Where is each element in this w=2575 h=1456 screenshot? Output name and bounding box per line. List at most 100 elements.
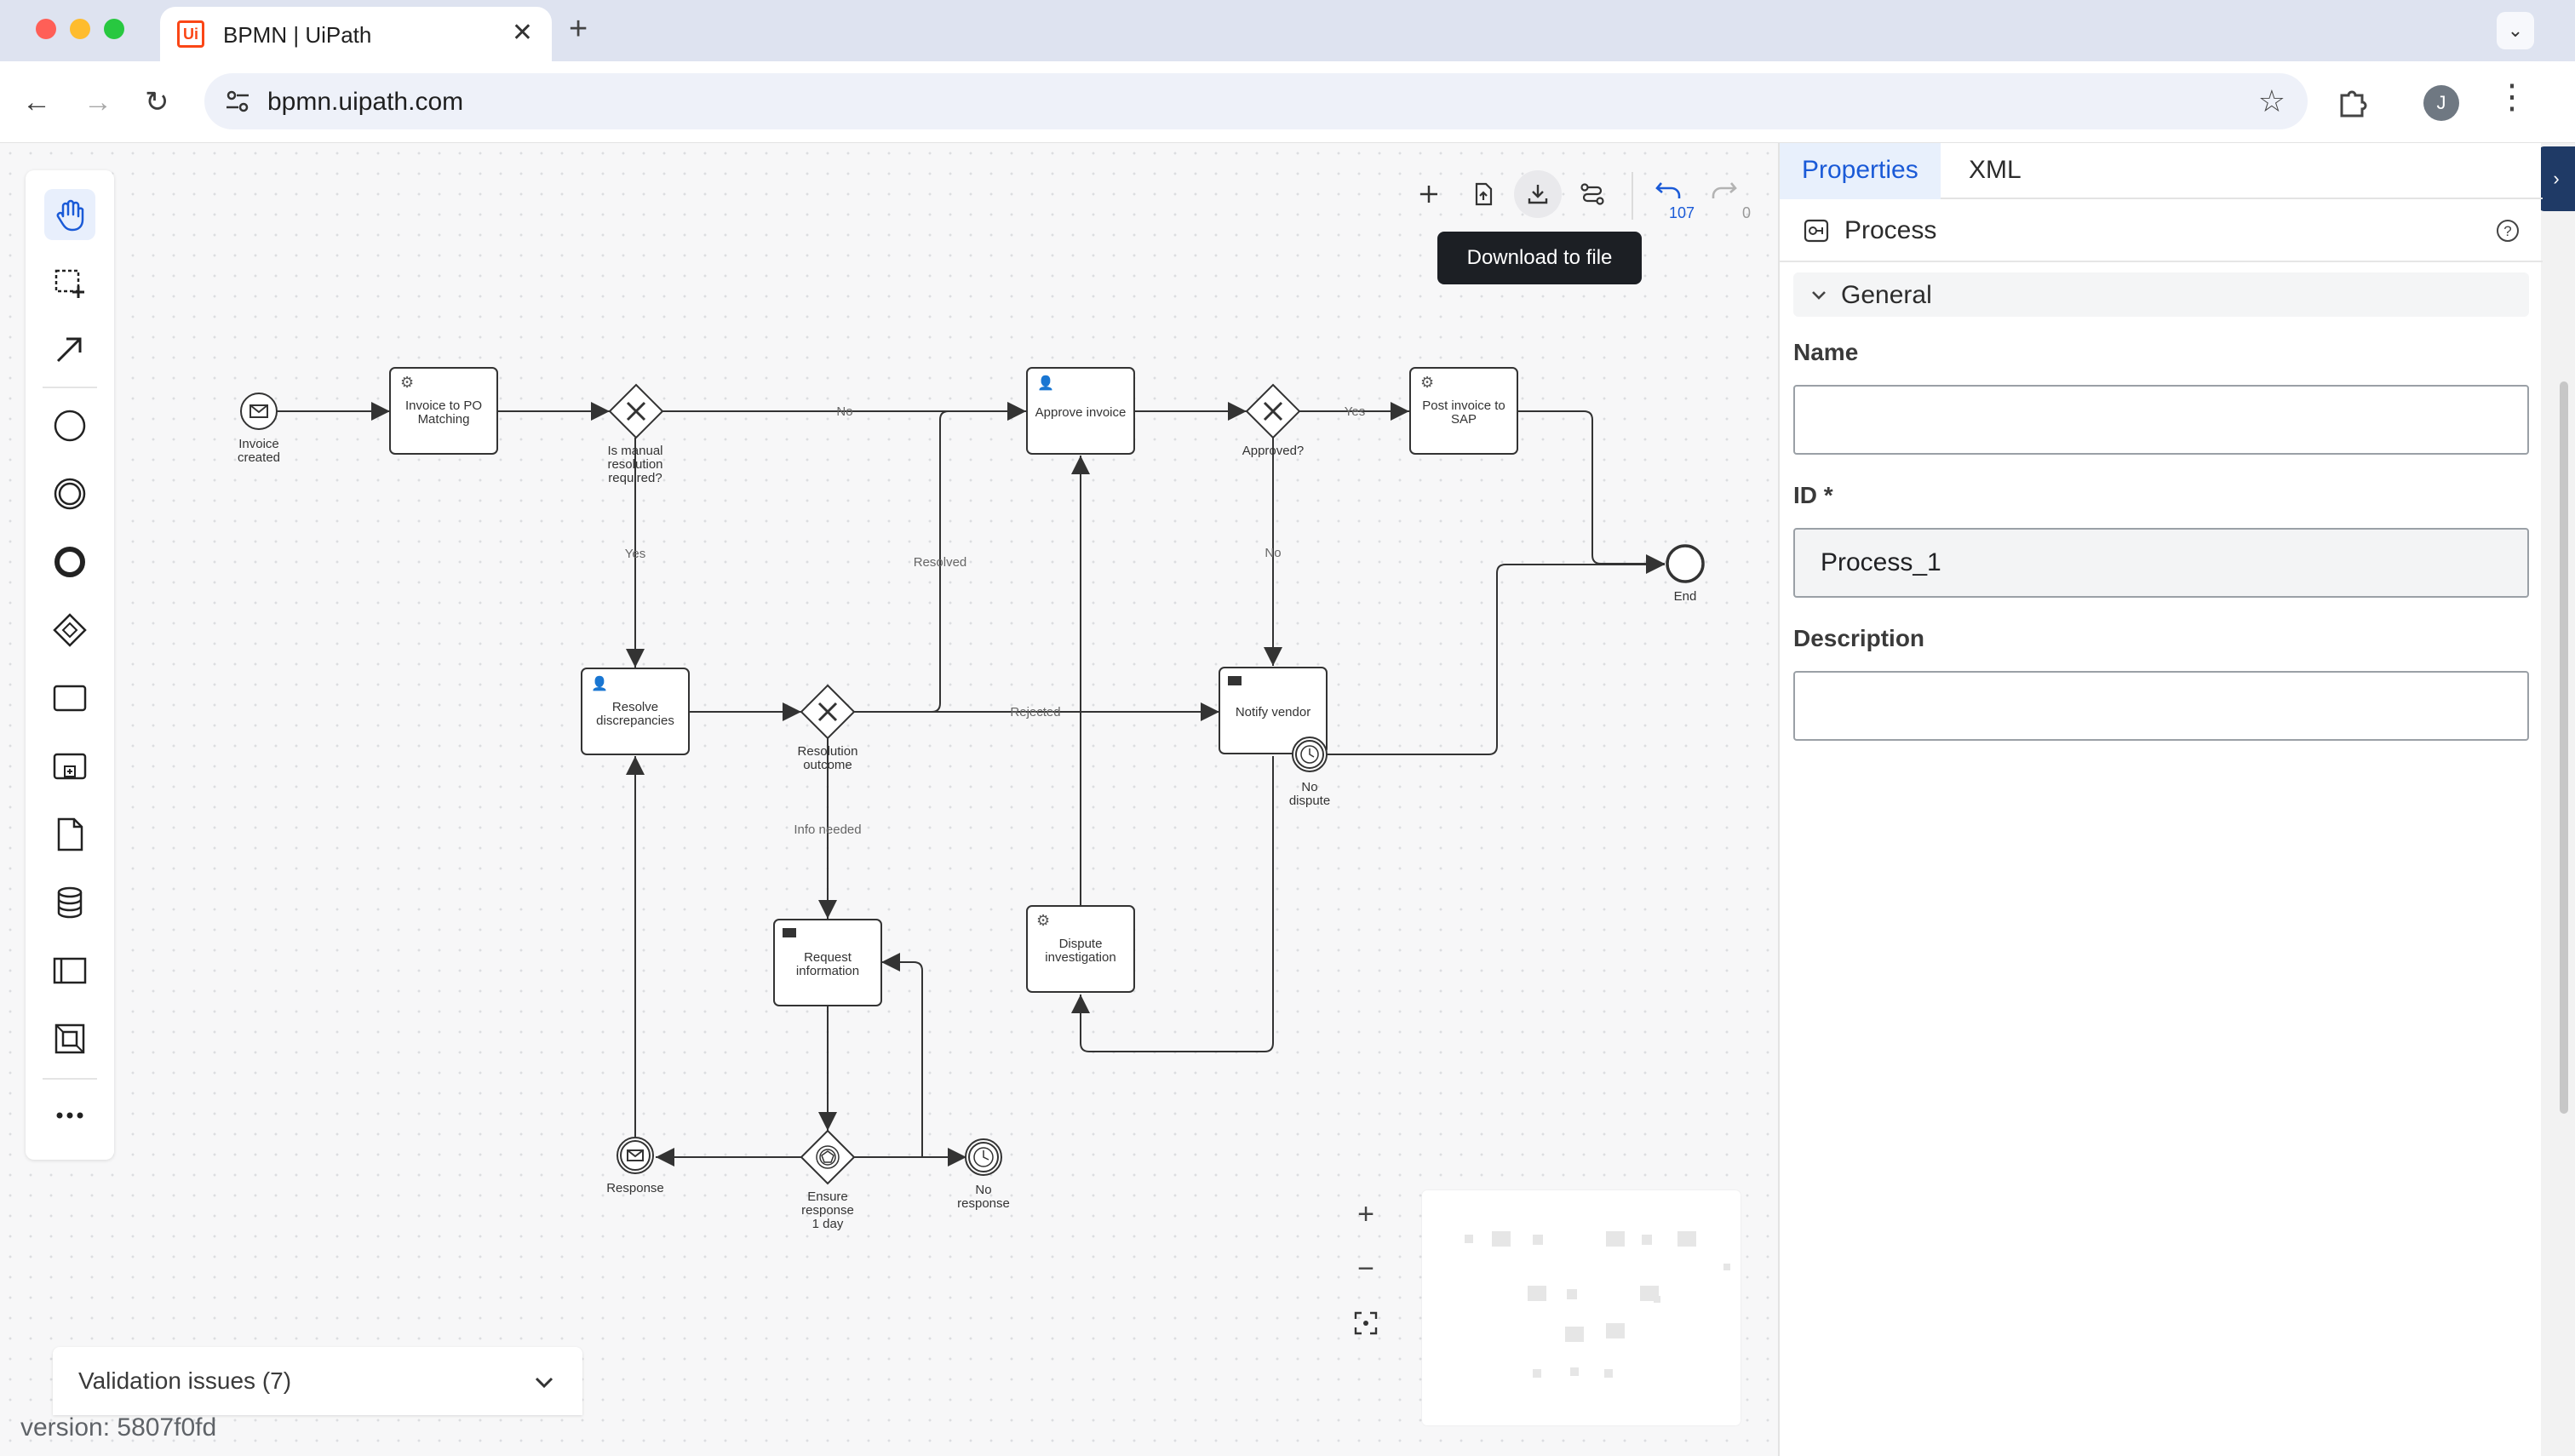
upload-file-icon[interactable] [1460,170,1507,218]
chevron-down-icon[interactable] [531,1369,557,1395]
tab-list-chevron-icon[interactable]: ⌄ [2497,12,2534,49]
window-close-button[interactable] [36,19,56,39]
node-label: information [796,964,859,978]
intermediate-event-icon[interactable] [44,468,95,519]
task-post-invoice-sap[interactable]: ⚙ Post invoice to SAP [1409,367,1518,455]
gateway-approved[interactable]: Approved? [1242,383,1305,458]
task-invoice-po-matching[interactable]: ⚙ Invoice to PO Matching [389,367,498,455]
node-label: No [975,1183,991,1197]
id-input[interactable]: Process_1 [1793,528,2529,598]
data-object-icon[interactable] [44,809,95,860]
validation-issues-bar[interactable]: Validation issues (7) [53,1347,582,1415]
general-section-header[interactable]: General [1793,272,2529,317]
window-maximize-button[interactable] [104,19,124,39]
event-based-icon [816,1145,840,1169]
url-text[interactable]: bpmn.uipath.com [267,88,464,116]
gear-icon: ⚙ [1036,912,1050,929]
lasso-tool-icon[interactable] [44,257,95,308]
user-icon: 👤 [1037,375,1054,391]
uipath-favicon-icon: Ui [177,20,204,48]
flow-label-no: No [1265,546,1281,560]
task-resolve-discrepancies[interactable]: 👤 Resolve discrepancies [581,668,690,755]
task-dispute-investigation[interactable]: ⚙ Dispute investigation [1026,905,1135,993]
gateway-resolution-outcome[interactable]: Resolution outcome [798,684,858,772]
flow-post-to-end[interactable] [1517,410,1665,573]
flow-nodispute-to-end[interactable] [1310,555,1665,755]
node-label: Is manual [607,444,662,458]
gateway-manual-resolution[interactable]: Is manual resolution required? [607,383,664,485]
task-approve-invoice[interactable]: 👤 Approve invoice [1026,367,1135,455]
browser-menu-icon[interactable]: ⋮ [2495,78,2529,116]
task-icon[interactable] [44,673,95,724]
gateway-ensure-response[interactable]: Ensure response 1 day [800,1129,856,1231]
page-scrollbar[interactable] [2541,143,2575,1456]
zoom-out-button[interactable]: − [1357,1252,1374,1285]
node-label: Approve invoice [1035,405,1127,420]
flow-loop-to-request[interactable] [881,953,923,1157]
end-event[interactable]: End [1666,544,1705,604]
download-icon[interactable] [1514,170,1562,218]
node-label: No [1301,780,1317,794]
exclusive-x-icon [626,401,646,421]
node-label: Invoice [238,437,279,451]
flow-label-resolved: Resolved [914,555,967,570]
start-event-icon[interactable] [44,400,95,451]
route-icon[interactable] [1569,170,1616,218]
node-label: Ensure [807,1189,848,1204]
task-notify-vendor[interactable]: Notify vendor [1219,667,1328,754]
description-label: Description [1793,625,1925,651]
node-label: Approved? [1242,444,1305,458]
tab-properties[interactable]: Properties [1780,143,1941,199]
address-bar[interactable]: bpmn.uipath.com ☆ [204,73,2308,129]
redo-icon[interactable] [1700,167,1747,215]
connect-tool-icon[interactable] [44,324,95,375]
undo-icon[interactable] [1645,167,1693,215]
bpmn-diagram[interactable]: No Yes Yes No Resolved Rejected Info nee… [0,143,1775,1456]
hand-tool-icon[interactable] [44,189,95,240]
clock-icon [973,1147,994,1167]
name-input[interactable] [1793,385,2529,455]
subprocess-icon[interactable] [44,741,95,792]
plus-icon[interactable] [1405,170,1453,218]
scrollbar-thumb[interactable] [2560,381,2568,1114]
flow-label-no: No [836,404,852,419]
extensions-puzzle-icon[interactable] [2335,85,2369,119]
site-settings-icon[interactable] [223,87,252,116]
help-icon[interactable]: ? [2495,218,2521,244]
fit-to-view-icon[interactable] [1349,1306,1383,1340]
sequence-flows[interactable] [277,402,1665,1167]
envelope-filled-icon [783,928,796,937]
browser-tab[interactable]: Ui BPMN | UiPath ✕ [160,7,552,61]
minimap[interactable] [1422,1190,1741,1425]
boundary-timer-no-dispute[interactable]: No dispute [1289,737,1330,808]
side-toggle-chevron-icon[interactable]: › [2538,146,2575,211]
validation-issues-label: Validation issues (7) [78,1367,292,1394]
data-store-icon[interactable] [44,877,95,928]
node-label: response [957,1196,1010,1211]
window-minimize-button[interactable] [70,19,90,39]
group-icon[interactable] [44,1013,95,1064]
reload-icon[interactable]: ↻ [145,86,169,118]
new-tab-icon[interactable]: + [569,11,588,47]
process-icon [1804,219,1829,243]
tab-close-icon[interactable]: ✕ [511,19,533,47]
id-label: ID * [1793,482,1833,508]
start-event-invoice-created[interactable]: Invoice created [238,393,280,465]
gateway-icon[interactable] [44,605,95,656]
task-request-information[interactable]: Request information [773,919,882,1006]
description-input[interactable] [1793,671,2529,741]
more-icon[interactable] [44,1090,95,1141]
flow-notify-to-dispute[interactable] [1071,756,1274,1052]
node-label: outcome [803,758,852,772]
intermediate-timer-no-response[interactable]: No response [957,1138,1010,1211]
zoom-in-button[interactable]: + [1357,1197,1374,1230]
pool-icon[interactable] [44,945,95,996]
forward-arrow-icon[interactable]: → [83,86,112,118]
end-event-icon[interactable] [44,536,95,588]
envelope-filled-icon [1228,676,1242,685]
intermediate-event-response[interactable]: Response [606,1137,664,1195]
tab-xml[interactable]: XML [1969,156,2022,184]
back-arrow-icon[interactable]: ← [22,86,51,118]
bookmark-star-icon[interactable]: ☆ [2257,83,2285,118]
profile-avatar[interactable]: J [2423,85,2459,121]
